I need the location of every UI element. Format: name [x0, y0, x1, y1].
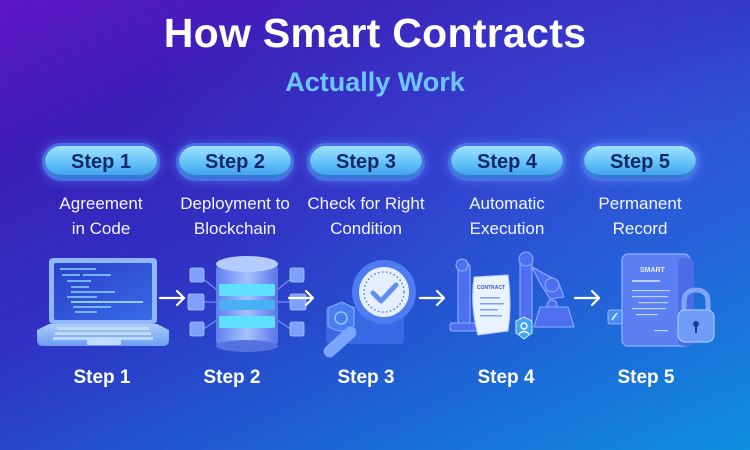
arrow-right-icon: [158, 289, 186, 307]
step-badge: Step 5: [581, 143, 699, 181]
step-column-2: Step 2 Deployment to Blockchain: [165, 143, 305, 241]
svg-text:CONTRACT: CONTRACT: [477, 285, 505, 291]
step-column-3: Step 3 Check for Right Condition: [296, 143, 436, 241]
step-description-line: Blockchain: [193, 219, 277, 238]
step-description-line: Check for Right: [307, 194, 425, 213]
robot-arms-contract-icon: CONTRACT: [449, 251, 575, 340]
step-description: Permanent Record: [570, 191, 710, 241]
page-title: How Smart Contracts: [163, 10, 587, 56]
document-lock-icon: SMART: [607, 253, 715, 347]
laptop-code-icon: [37, 258, 169, 346]
arrow-right-icon: [573, 289, 601, 307]
step-label: Step 5: [617, 367, 675, 388]
step-description-line: Agreement: [59, 194, 143, 213]
step-badge: Step 1: [42, 143, 160, 181]
step-description: Deployment to Blockchain: [165, 191, 305, 241]
step-label: Step 1: [73, 367, 131, 388]
step-description: Check for Right Condition: [296, 191, 436, 241]
arrow-right-icon: [287, 289, 315, 307]
step-column-4: Step 4 Automatic Execution: [437, 143, 577, 241]
step-description-line: Deployment to: [180, 194, 290, 213]
step-description-line: Condition: [330, 219, 402, 238]
step-description: Agreement in Code: [31, 191, 171, 241]
svg-text:SMART: SMART: [640, 267, 666, 274]
step-description-line: Automatic: [469, 194, 545, 213]
step-label: Step 3: [337, 367, 395, 388]
step-column-1: Step 1 Agreement in Code: [31, 143, 171, 241]
step-column-5: Step 5 Permanent Record: [570, 143, 710, 241]
step-badge: Step 2: [176, 143, 294, 181]
arrow-right-icon: [418, 289, 446, 307]
step-badge: Step 3: [307, 143, 425, 181]
page-subtitle: Actually Work: [285, 67, 465, 97]
step-description-line: in Code: [71, 219, 131, 238]
step-description-line: Record: [612, 219, 668, 238]
step-label: Step 2: [203, 367, 261, 388]
magnifier-check-icon: [323, 260, 416, 358]
step-description: Automatic Execution: [437, 191, 577, 241]
step-description-line: Execution: [469, 219, 545, 238]
step-label: Step 4: [477, 367, 535, 388]
step-description-line: Permanent: [598, 194, 682, 213]
step-badge: Step 4: [448, 143, 566, 181]
